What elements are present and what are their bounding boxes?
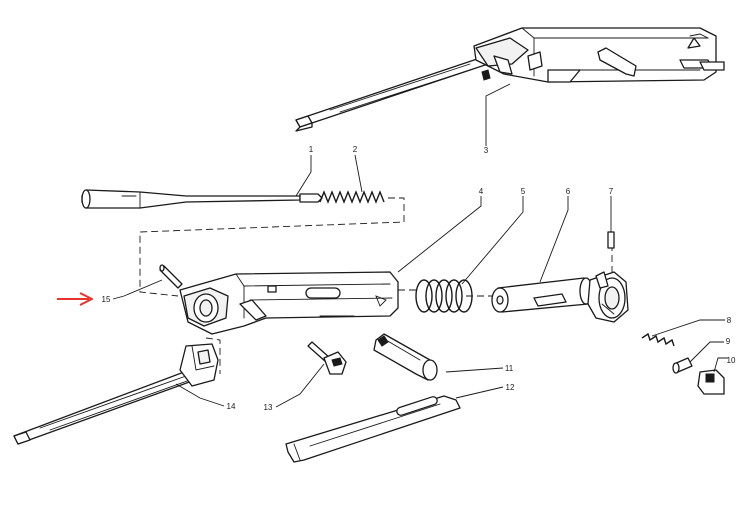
callout-10: 10 (727, 356, 736, 365)
firing-pin-spring (319, 190, 385, 204)
highlight-arrow (57, 292, 93, 306)
extractor-pin (159, 264, 183, 289)
callout-14: 14 (227, 402, 236, 411)
bolt-carrier-body (179, 271, 399, 335)
callout-6: 6 (566, 187, 571, 196)
callout-7: 7 (609, 187, 614, 196)
operating-rod (13, 337, 221, 445)
callout-4: 4 (479, 187, 484, 196)
callout-13: 13 (264, 403, 273, 412)
plunger (307, 341, 347, 375)
callout-15: 15 (102, 295, 111, 304)
leader-lines (112, 83, 728, 408)
bolt-head (587, 231, 629, 323)
bolt-spring (415, 279, 473, 313)
firing-pin (81, 189, 323, 209)
callout-5: 5 (521, 187, 526, 196)
callout-1: 1 (309, 145, 314, 154)
ejector-retainer (697, 369, 725, 395)
callout-3: 3 (484, 146, 489, 155)
callout-11: 11 (505, 364, 514, 373)
bolt-latch (285, 395, 461, 463)
callout-9: 9 (726, 337, 731, 346)
callout-labels: 1 2 3 4 5 6 7 8 9 10 11 12 13 14 15 (102, 145, 736, 412)
assembly-path (139, 197, 405, 297)
guide-rod (491, 277, 593, 313)
callout-2: 2 (353, 145, 358, 154)
callout-12: 12 (506, 383, 515, 392)
callout-8: 8 (727, 316, 732, 325)
ejector-spring (641, 332, 675, 347)
assembled-bolt-carrier (295, 27, 725, 132)
cam-follower (373, 333, 438, 381)
ejector (672, 357, 693, 374)
